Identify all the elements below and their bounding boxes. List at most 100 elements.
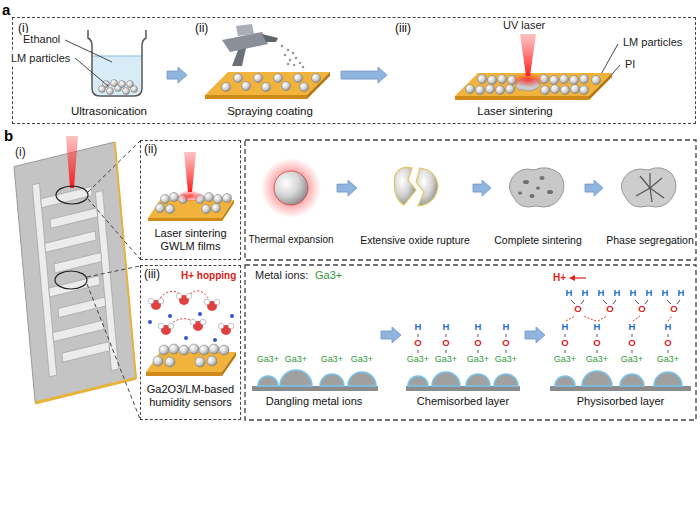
circle-shape bbox=[148, 298, 154, 304]
rect-shape bbox=[62, 342, 110, 362]
circle-shape bbox=[488, 76, 497, 85]
circle-shape bbox=[223, 194, 232, 203]
g-shape bbox=[222, 74, 321, 92]
g-shape bbox=[281, 45, 305, 69]
step-number: (ii) bbox=[195, 22, 208, 36]
circle-shape bbox=[179, 345, 189, 355]
ion-label: O bbox=[605, 304, 614, 315]
ion-label: H bbox=[442, 322, 451, 333]
path-shape bbox=[555, 376, 575, 386]
line-shape bbox=[632, 350, 633, 353]
step-number: (iii) bbox=[144, 268, 160, 282]
ellipse-shape bbox=[540, 176, 545, 180]
ion-label: Ga3+ bbox=[314, 269, 343, 282]
rect-shape bbox=[45, 231, 96, 252]
polygon-shape bbox=[455, 96, 589, 100]
ion-label: O bbox=[592, 338, 601, 349]
path-shape bbox=[432, 372, 460, 386]
line-shape bbox=[566, 316, 575, 321]
path-shape bbox=[394, 167, 416, 205]
circle-shape bbox=[204, 299, 210, 305]
process-step: Complete sintering bbox=[494, 146, 582, 254]
ion-label: H bbox=[628, 322, 637, 333]
circle-shape bbox=[153, 356, 163, 366]
ion-label: H bbox=[597, 288, 606, 299]
line-shape bbox=[75, 58, 108, 86]
oxide-rupture bbox=[394, 167, 438, 206]
circle-shape bbox=[199, 345, 209, 355]
path-shape bbox=[88, 30, 146, 96]
circle-shape bbox=[287, 49, 290, 52]
circle-shape bbox=[302, 66, 305, 69]
ion-label: H bbox=[664, 322, 673, 333]
panel-letter: b bbox=[3, 127, 14, 144]
circle-shape bbox=[228, 323, 234, 329]
beaker bbox=[88, 30, 146, 96]
ion-label: O bbox=[669, 304, 678, 315]
ion-label: H bbox=[629, 288, 638, 299]
circle-shape bbox=[195, 357, 205, 367]
line-shape bbox=[633, 316, 640, 321]
line-shape bbox=[115, 142, 136, 378]
polygon-shape bbox=[148, 200, 234, 218]
circle-shape bbox=[550, 76, 559, 85]
circle-shape bbox=[170, 193, 179, 202]
dashed-panel bbox=[245, 140, 696, 260]
panel-letter: a bbox=[2, 1, 10, 18]
circle-shape bbox=[561, 86, 570, 95]
step-caption: Thermal expansion bbox=[248, 234, 334, 246]
circle-shape bbox=[274, 74, 283, 83]
circle-shape bbox=[202, 205, 211, 214]
line-shape bbox=[418, 350, 419, 353]
line-shape bbox=[598, 316, 607, 321]
line-shape bbox=[600, 44, 618, 76]
path-shape bbox=[258, 376, 278, 386]
polygon-shape bbox=[520, 34, 536, 76]
rect-shape bbox=[58, 297, 106, 317]
step-caption: Dangling metal ions bbox=[250, 395, 378, 408]
ion-label: Ga3+ bbox=[406, 354, 430, 364]
path-shape bbox=[280, 370, 312, 386]
ion-label: O bbox=[560, 338, 569, 349]
line-shape bbox=[650, 188, 664, 198]
circle-shape bbox=[186, 293, 192, 299]
rect-shape bbox=[49, 276, 100, 297]
proton-arrow bbox=[569, 275, 586, 281]
g-shape bbox=[99, 80, 138, 95]
ellipse-shape bbox=[536, 187, 540, 190]
ellipse-shape bbox=[547, 190, 553, 194]
line-shape bbox=[649, 173, 650, 188]
ion-label: Ga3+ bbox=[553, 354, 577, 364]
circle-shape bbox=[292, 52, 295, 55]
line-shape bbox=[478, 334, 479, 337]
line-shape bbox=[597, 334, 598, 337]
ion-label: Ga3+ bbox=[620, 354, 644, 364]
circle-shape bbox=[166, 205, 175, 214]
surface bbox=[252, 370, 691, 391]
part-label: (i) bbox=[14, 146, 27, 160]
dashed-panel bbox=[245, 265, 696, 420]
circle-shape bbox=[156, 204, 165, 213]
path-shape bbox=[232, 48, 246, 66]
circle-shape bbox=[158, 298, 164, 304]
circle-shape bbox=[207, 356, 217, 366]
rect-shape bbox=[14, 142, 136, 403]
ion-label: O bbox=[573, 304, 582, 315]
line-shape bbox=[650, 188, 652, 202]
circle-shape bbox=[312, 74, 321, 83]
circle-shape bbox=[287, 63, 290, 66]
flow-arrow bbox=[167, 67, 187, 83]
flow-arrow bbox=[525, 327, 545, 343]
polygon-shape bbox=[569, 275, 575, 281]
step-caption: Physisorbed layer bbox=[548, 395, 693, 408]
ion-label: H bbox=[414, 322, 423, 333]
ion-label: H bbox=[613, 288, 622, 299]
circle-shape bbox=[262, 83, 271, 92]
circle-shape bbox=[580, 75, 589, 84]
circle-shape bbox=[254, 74, 263, 83]
ellipse-shape bbox=[530, 194, 535, 198]
line-shape bbox=[640, 176, 650, 188]
circle-shape bbox=[486, 85, 495, 94]
